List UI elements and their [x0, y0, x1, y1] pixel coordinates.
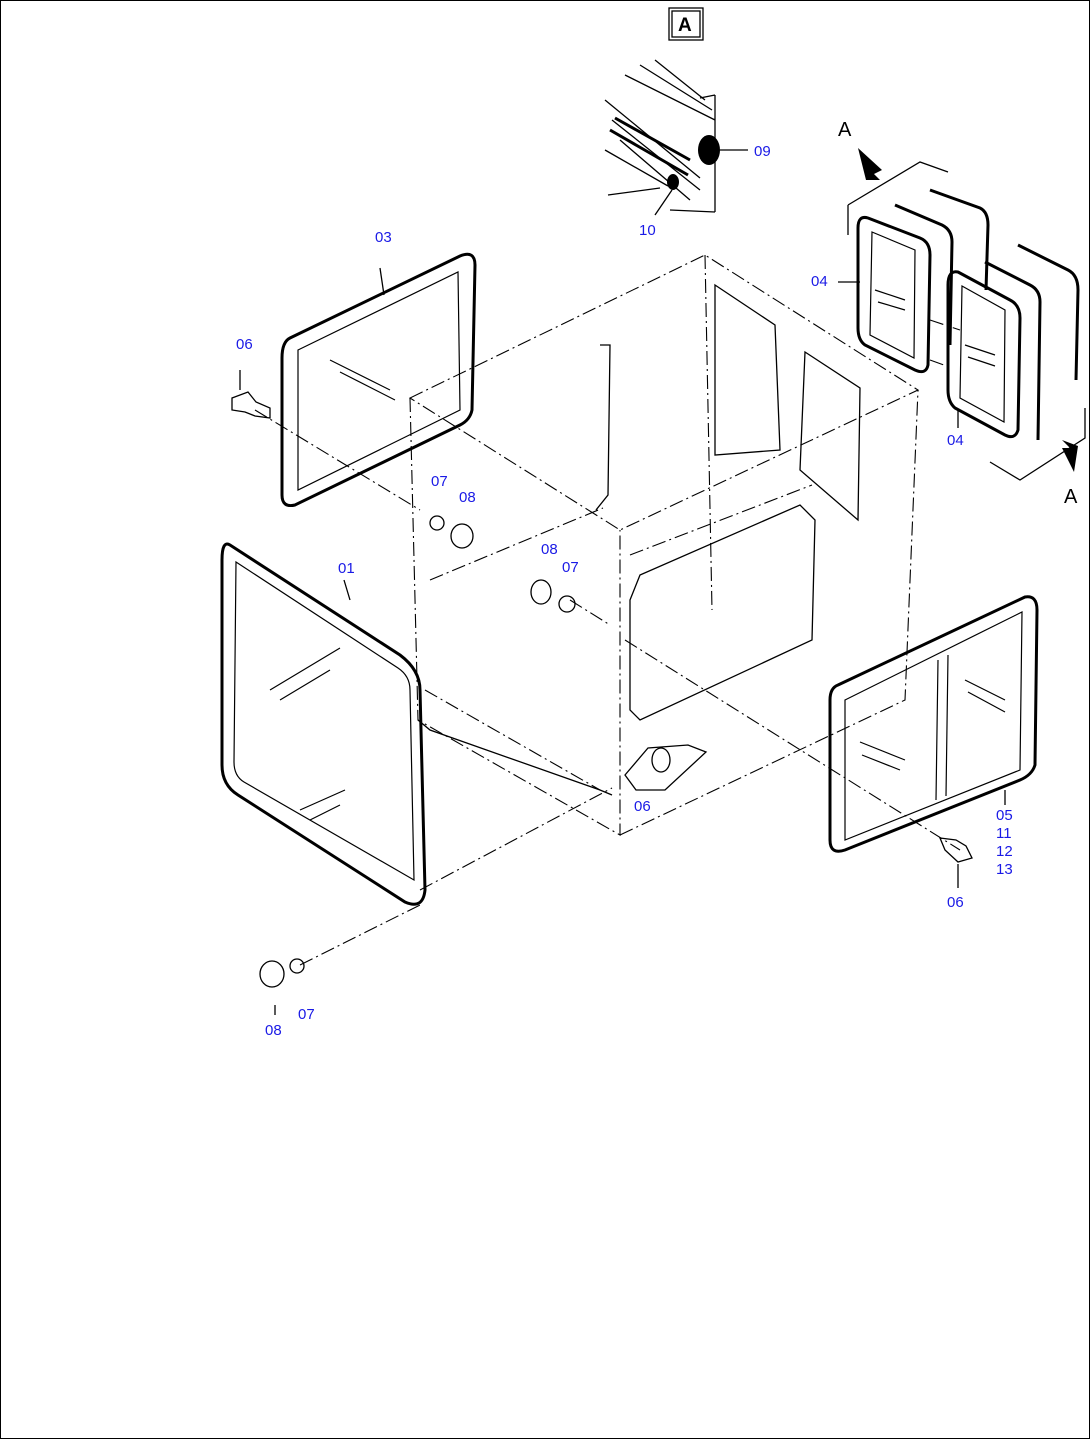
label-washer-bottom: 07 — [298, 1006, 315, 1023]
label-rear-glass-bottom: 04 — [947, 432, 964, 449]
bolt-left — [231, 391, 271, 419]
glass-front — [220, 542, 427, 906]
label-nut-bottom: 08 — [265, 1022, 282, 1039]
label-washer-mid: 07 — [562, 559, 579, 576]
label-rear-glass-top: 04 — [811, 273, 828, 290]
view-marker-box — [668, 7, 704, 41]
label-bolt-center: 06 — [634, 798, 651, 815]
bolt-right — [938, 837, 973, 863]
label-sliding-window-3: 12 — [996, 843, 1013, 860]
bolt-center — [651, 747, 671, 773]
strip-profile — [667, 174, 679, 190]
view-arrow-letter-top: A — [838, 119, 852, 141]
label-sliding-window-1: 05 — [996, 807, 1013, 824]
cab-frame — [408, 254, 920, 836]
label-bolt-left: 06 — [236, 336, 253, 353]
rear-glass-group: A A — [838, 119, 1086, 508]
washer-upper — [429, 515, 445, 531]
label-glass-front: 01 — [338, 560, 355, 577]
label-strip-detail: 10 — [639, 222, 656, 239]
label-bolt-right: 06 — [947, 894, 964, 911]
label-glass-left: 03 — [375, 229, 392, 246]
label-washer-upper: 07 — [431, 473, 448, 490]
view-marker-letter: A — [678, 15, 692, 36]
label-sliding-window-2: 11 — [996, 825, 1012, 842]
callout-labels: 01 03 04 04 05 11 12 13 06 06 06 07 08 0… — [236, 143, 1013, 1039]
nut-upper — [450, 523, 474, 549]
seal-profile — [698, 135, 720, 165]
nut-mid — [530, 579, 552, 605]
view-arrow-letter-bottom: A — [1064, 486, 1078, 508]
washer-bottom — [289, 958, 305, 974]
label-nut-mid: 08 — [541, 541, 558, 558]
glass-left — [280, 252, 477, 507]
detail-a: A — [604, 7, 748, 216]
label-sliding-window-4: 13 — [996, 861, 1013, 878]
view-arrow-bottom — [1062, 440, 1078, 472]
view-arrow-top — [858, 148, 882, 180]
label-nut-upper: 08 — [459, 489, 476, 506]
washer-mid — [558, 595, 576, 613]
label-seal-detail: 09 — [754, 143, 771, 160]
fasteners — [231, 267, 1006, 1015]
nut-bottom — [259, 960, 285, 988]
mount-plate — [624, 744, 708, 791]
sliding-window — [828, 595, 1039, 853]
